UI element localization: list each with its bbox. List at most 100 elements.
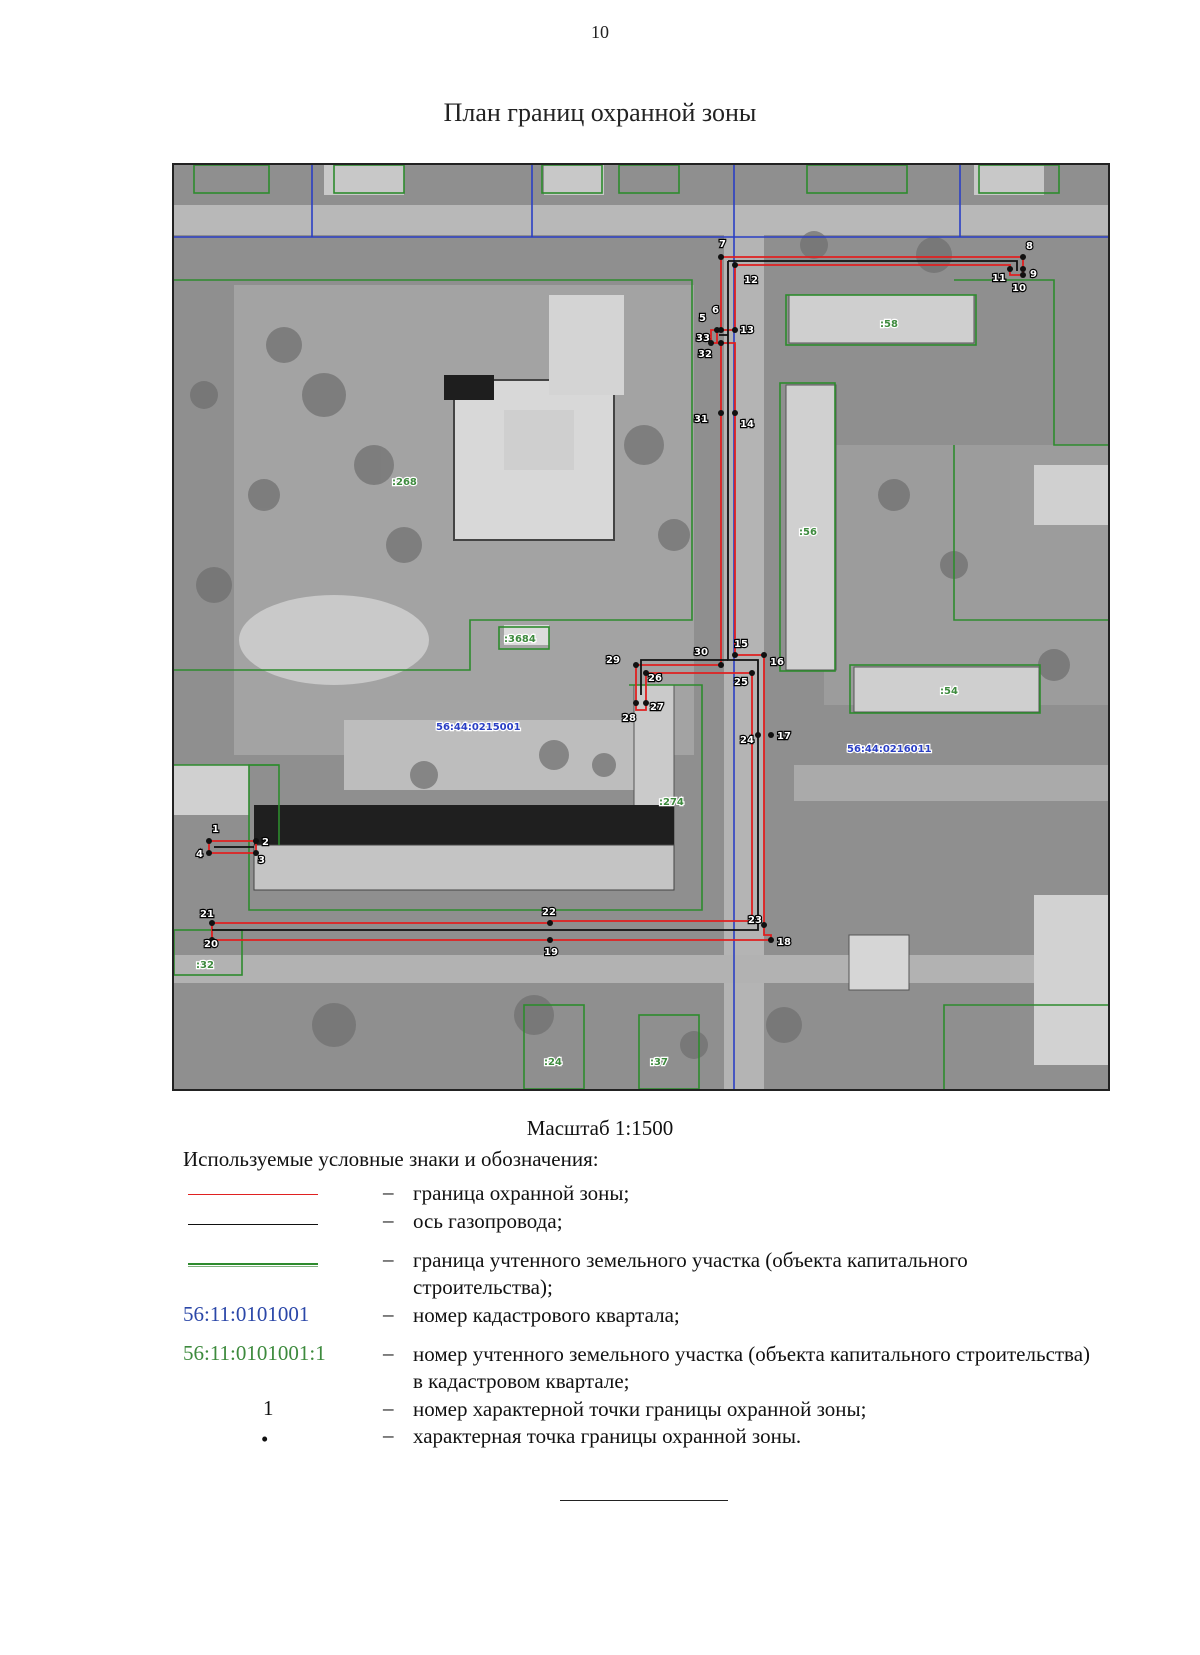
quarter-number-symbol: 56:11:0101001 [183, 1302, 310, 1326]
parcel-label: :268 [392, 477, 417, 488]
footer-rule [560, 1500, 728, 1501]
point-label: 6 [712, 305, 719, 316]
point-label: 25 [734, 677, 748, 688]
point-number-symbol: 1 [263, 1396, 274, 1420]
point-label: 1 [212, 824, 219, 835]
point-label: 28 [622, 713, 636, 724]
long-building [253, 844, 675, 891]
point-label: 10 [1012, 283, 1026, 294]
legend-text: номер характерной точки границы охранной… [413, 1397, 867, 1421]
school-courtyard [504, 410, 574, 470]
point-label: 16 [770, 657, 784, 668]
parking-area [344, 720, 644, 790]
point-label: 3 [258, 855, 265, 866]
building-58 [788, 294, 975, 344]
map-scale: Масштаб 1:1500 [526, 1116, 674, 1140]
legend-text: номер учтенного земельного участка (объе… [413, 1342, 1091, 1393]
parcel-label: :24 [544, 1057, 562, 1068]
legend-text: граница учтенного земельного участка (об… [413, 1248, 968, 1299]
point-label: 4 [196, 849, 203, 860]
point-label: 11 [992, 273, 1006, 284]
point-label: 14 [740, 419, 754, 430]
point-label: 23 [748, 915, 762, 926]
legend-dash: – [383, 1302, 394, 1326]
tree-cover [190, 231, 1070, 1059]
point-label: 20 [204, 939, 218, 950]
point-label: 17 [777, 731, 791, 742]
point-label: 13 [740, 325, 754, 336]
map-frame: 1 2 3 4 5 6 7 8 9 10 11 12 13 14 15 16 1… [172, 163, 1110, 1091]
legend-text: номер кадастрового квартала; [413, 1303, 680, 1327]
zone-points [206, 254, 1026, 943]
point-label: 8 [1026, 241, 1033, 252]
page-number: 10 [591, 22, 609, 42]
building-west [174, 765, 249, 815]
parcel-label: :3684 [504, 634, 536, 645]
point-label: 12 [744, 275, 758, 286]
building-54 [853, 666, 1040, 713]
quarter-label: 56:44:0216011 [847, 744, 932, 755]
aerial-map: 1 2 3 4 5 6 7 8 9 10 11 12 13 14 15 16 1… [174, 165, 1108, 1089]
point-label: 21 [200, 909, 214, 920]
point-label: 32 [698, 349, 712, 360]
legend-text: характерная точка границы охранной зоны. [413, 1424, 802, 1448]
road-east [794, 765, 1108, 801]
legend-dash: – [383, 1341, 394, 1365]
building-north-3 [974, 165, 1044, 195]
parcel-label: :56 [799, 527, 817, 538]
point-label: 27 [650, 702, 664, 713]
point-label: 7 [719, 239, 726, 250]
point-label: 30 [694, 647, 708, 658]
school-wing [549, 295, 624, 395]
point-label: 29 [606, 655, 620, 666]
point-label: 2 [262, 837, 269, 848]
point-label: 9 [1030, 269, 1037, 280]
road-south [174, 955, 1108, 983]
page-title: План границ охранной зоны [443, 98, 757, 127]
road-north [174, 205, 1108, 235]
parcel-label: :37 [650, 1057, 668, 1068]
legend-title: Используемые условные знаки и обозначени… [183, 1147, 599, 1171]
building-56 [785, 384, 837, 671]
point-label: 18 [777, 937, 791, 948]
point-label: 24 [740, 735, 754, 746]
quarter-labels: 56:44:0215001 56:44:0216011 [435, 721, 933, 756]
quarter-label: 56:44:0215001 [436, 722, 521, 733]
legend-text: граница охранной зоны; [413, 1181, 630, 1205]
legend-dash: – [383, 1180, 394, 1204]
building-3684 [504, 625, 549, 645]
point-labels: 1 2 3 4 5 6 7 8 9 10 11 12 13 14 15 16 1… [195, 238, 1038, 959]
red-line-symbol [188, 1194, 318, 1195]
legend-dash: – [383, 1396, 394, 1420]
pipeline-axis [212, 260, 1018, 931]
building-far-east [1034, 895, 1108, 1065]
point-label: 31 [694, 414, 708, 425]
building-east [1034, 465, 1108, 525]
legend-text: ось газопровода; [413, 1209, 563, 1233]
point-dot-symbol: • [261, 1427, 269, 1451]
building-north-1 [324, 165, 404, 195]
building-south-east [848, 934, 910, 991]
point-label: 26 [648, 673, 662, 684]
sports-field [239, 595, 429, 685]
parcel-number-symbol: 56:11:0101001:1 [183, 1341, 326, 1365]
parcel-labels: :268 :3684 :58 :56 :54 :274 :32 :24 :37 [195, 318, 959, 1069]
point-label: 15 [734, 639, 748, 650]
point-label: 5 [699, 313, 706, 324]
parcel-label: :58 [880, 319, 898, 330]
point-label: 33 [696, 333, 710, 344]
parcel-boundaries [174, 165, 1108, 1089]
legend-dash: – [383, 1423, 394, 1447]
quarter-boundaries [174, 165, 1108, 1089]
parcel-label: :274 [659, 797, 684, 808]
legend-dash: – [383, 1247, 394, 1271]
green-line-symbol [188, 1263, 318, 1267]
building-shadow [444, 375, 494, 400]
parcel-label: :32 [196, 960, 214, 971]
building-north-2 [544, 165, 604, 195]
point-label: 22 [542, 907, 556, 918]
legend-dash: – [383, 1208, 394, 1232]
black-line-symbol [188, 1224, 318, 1225]
parcel-label: :54 [940, 686, 958, 697]
point-label: 19 [544, 947, 558, 958]
